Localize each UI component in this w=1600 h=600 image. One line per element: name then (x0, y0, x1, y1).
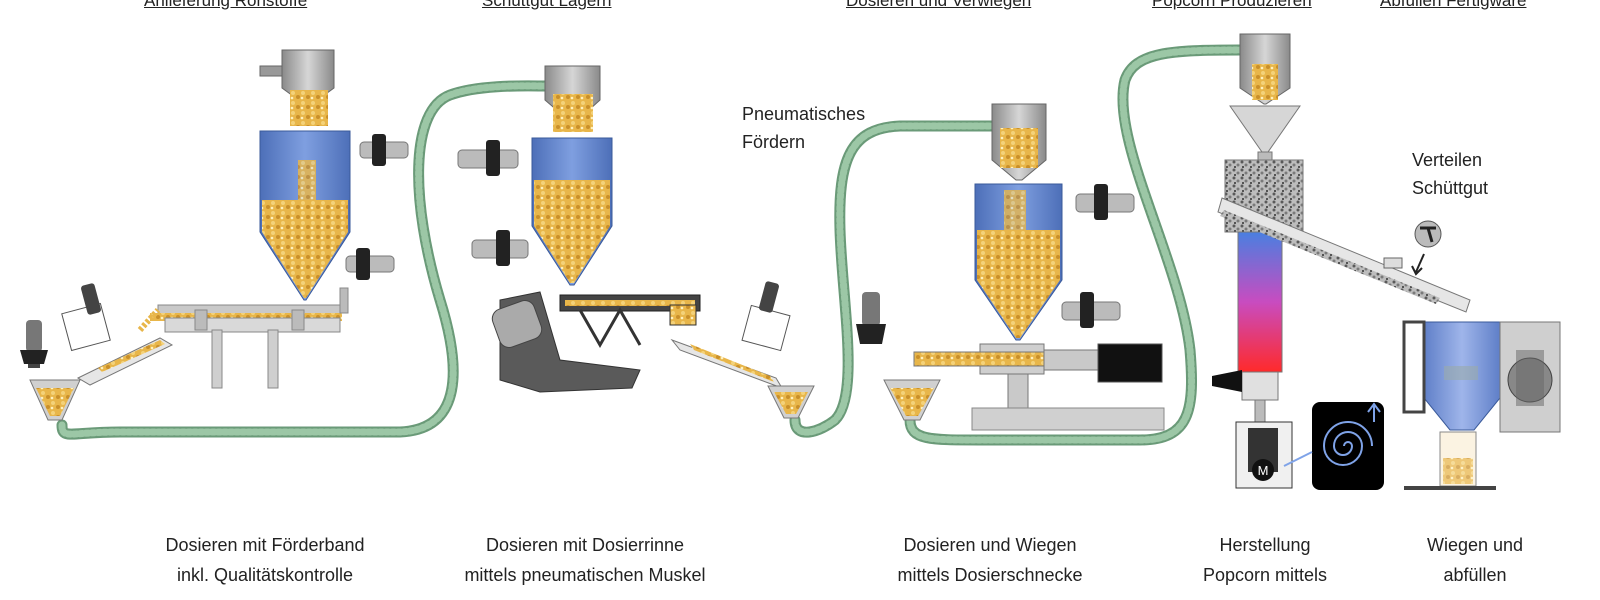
svg-text:M: M (1258, 463, 1269, 478)
valve-icon (1061, 292, 1121, 328)
caption-station4: Herstellung Popcorn mittels (1202, 535, 1328, 585)
caption-station3: Dosieren und Wiegen mittels Dosierschnec… (897, 535, 1083, 585)
station3-chute (670, 338, 784, 389)
station3-funnel-out (883, 379, 941, 421)
station4-spiral-icon (1283, 402, 1384, 490)
station3-gripper-icon (856, 292, 886, 344)
station2-silo (531, 65, 613, 286)
station1-silo (259, 49, 351, 301)
caption-station2: Dosieren mit Dosierrinne mittels pneumat… (464, 535, 706, 585)
station5-filler (1402, 320, 1561, 490)
valve-icon (359, 134, 409, 166)
gauge-icon (1411, 220, 1442, 276)
pneumatic-hose-2 (789, 120, 1008, 438)
station1-camera-icon (61, 283, 111, 352)
caption-station5: Wiegen und abfüllen (1426, 535, 1524, 585)
pneumatic-hose-3 (904, 44, 1246, 446)
valve-icon (457, 140, 519, 176)
header-station3: Dosieren und Verwiegen (846, 0, 1032, 10)
station4-hopper (1229, 33, 1301, 163)
station3-camera-icon (741, 281, 791, 352)
distribution-ramp (1217, 197, 1471, 313)
station3-screw-doser (913, 343, 1165, 431)
header-station5: Abfüllen Fertigware (1380, 0, 1527, 10)
distribute-label: Verteilen Schüttgut (1412, 150, 1489, 198)
pneumatic-hose-1 (56, 80, 551, 440)
station3-silo (974, 103, 1063, 341)
header-station4: Popcorn Produzieren (1152, 0, 1312, 10)
motor-icon: M (1252, 459, 1274, 481)
valve-icon (1075, 184, 1135, 220)
pneumatic-label: Pneumatisches Fördern (742, 104, 866, 152)
valve-icon (471, 230, 529, 266)
station1-chute (76, 307, 174, 386)
station2-pneumatic-muscle-machine (491, 291, 701, 393)
station1-funnel (29, 379, 81, 421)
caption-station1: Dosieren mit Förderband inkl. Qualitätsk… (165, 535, 365, 585)
station1-conveyor-table (150, 287, 349, 389)
station1-gripper-icon (20, 320, 48, 368)
header-station1: Anlieferung Rohstoffe (144, 0, 308, 10)
valve-icon (345, 248, 395, 280)
station3-funnel-in (767, 385, 815, 419)
header-station2: Schüttgut Lagern (482, 0, 612, 10)
